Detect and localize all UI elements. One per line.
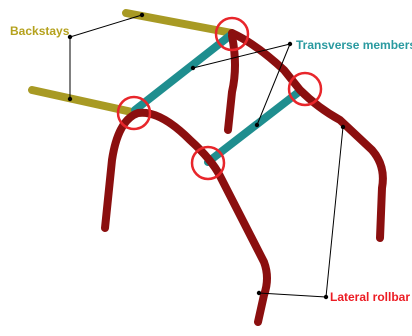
leader-dot xyxy=(254,122,260,128)
leader-rollbar-vertical xyxy=(325,126,344,298)
leader-rollbar-horizontal xyxy=(258,292,327,298)
leader-dot xyxy=(256,290,262,296)
rollbars-group xyxy=(101,29,387,326)
label-transverse-members: Transverse members xyxy=(296,38,412,52)
joint-circle-left xyxy=(116,95,152,131)
backstay-lower xyxy=(28,86,136,116)
transverse-members-group xyxy=(131,30,304,166)
joint-circle-right xyxy=(287,71,323,107)
leader-dot xyxy=(67,96,73,102)
leader-dot xyxy=(340,124,346,130)
label-backstays: Backstays xyxy=(10,24,70,38)
leader-dot xyxy=(139,12,145,18)
leader-dot xyxy=(287,41,293,47)
joint-circles xyxy=(116,16,323,181)
joint-circle-top xyxy=(214,16,250,52)
leader-backstays xyxy=(69,14,143,99)
leader-dot xyxy=(190,65,196,71)
rollbar-right xyxy=(228,29,387,242)
leader-dot xyxy=(323,294,329,300)
leader-dot xyxy=(67,34,73,40)
transverse-member-front xyxy=(131,30,236,114)
rollbar-rear-post xyxy=(224,32,239,134)
leader-transverse-lower xyxy=(256,43,291,126)
leader-transverse-upper xyxy=(192,43,291,69)
label-lateral-rollbar: Lateral rollbar xyxy=(330,290,411,304)
joint-circle-center xyxy=(190,145,226,181)
leader-dots xyxy=(67,12,346,300)
transverse-member-rear xyxy=(204,87,304,166)
rollbar-left xyxy=(101,108,271,326)
